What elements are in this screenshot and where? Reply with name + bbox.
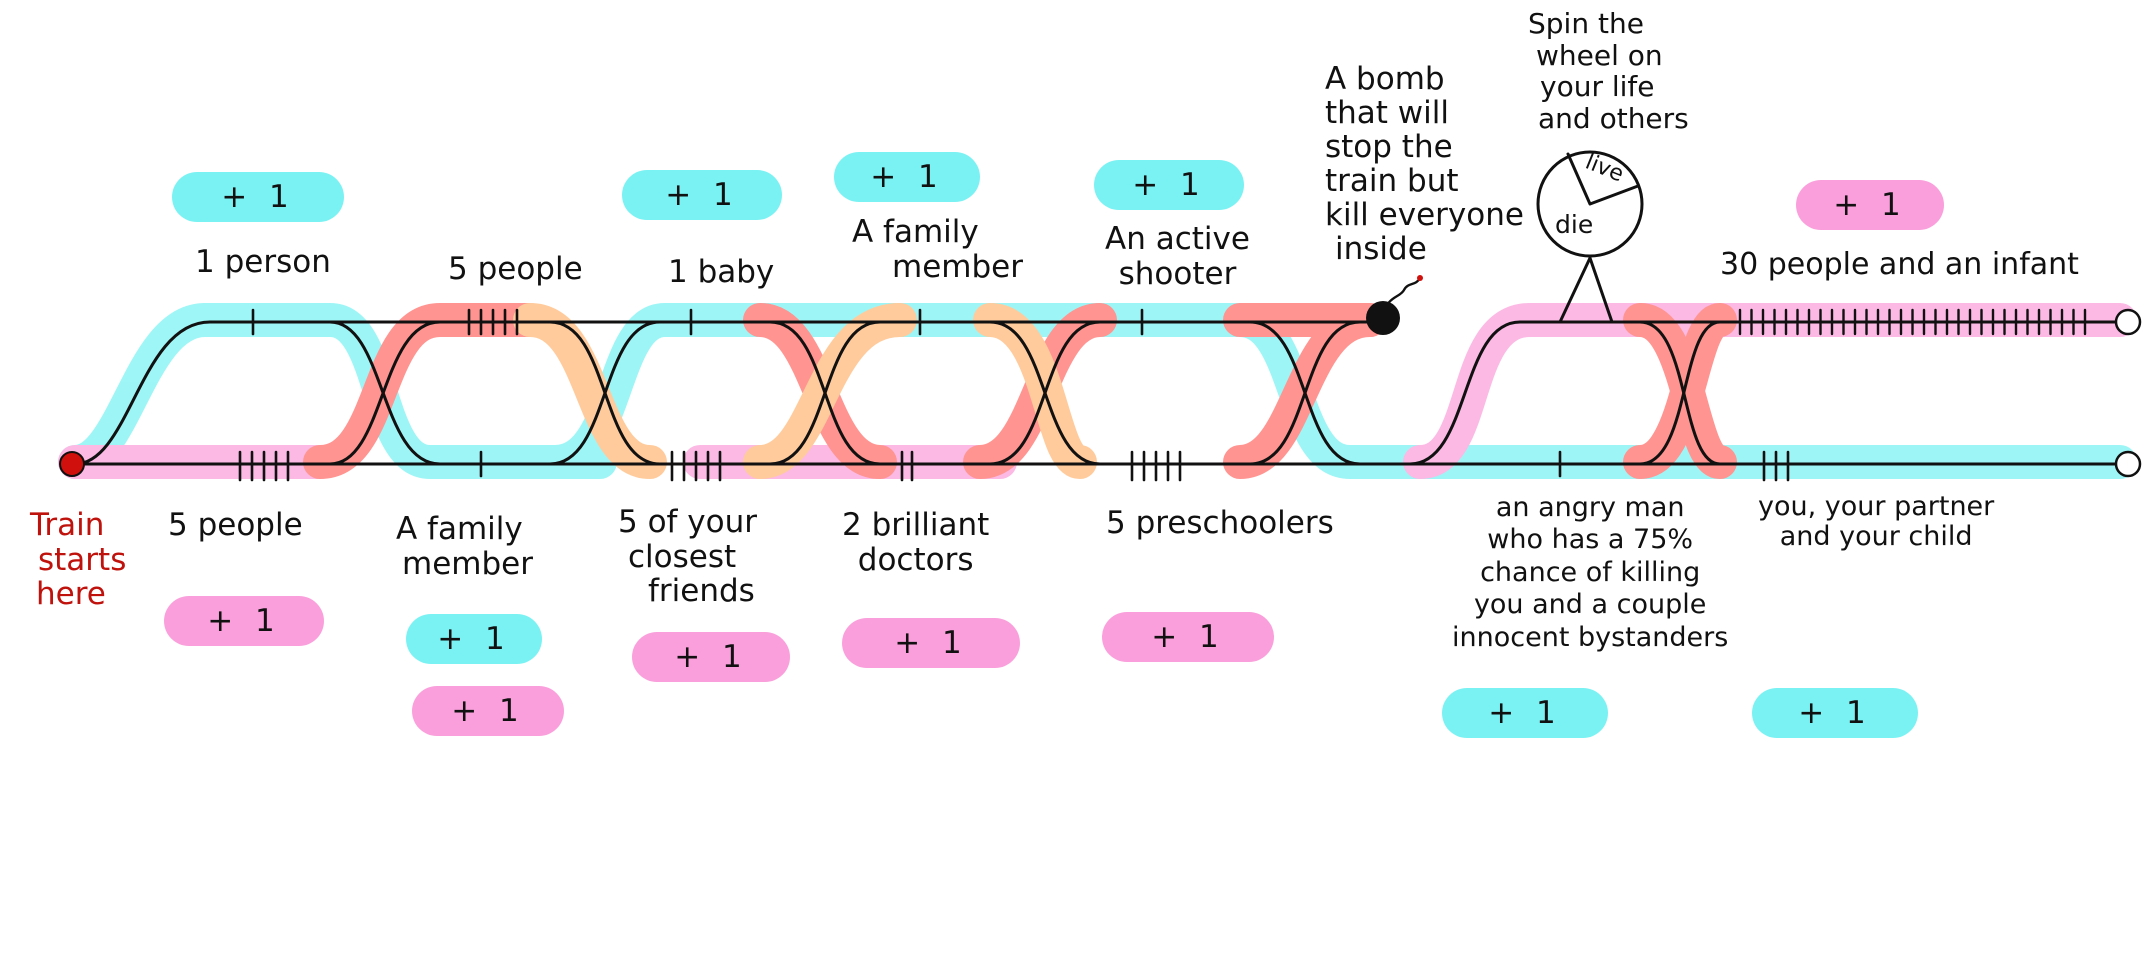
vote-button-bottom-you-partner-child[interactable]: + 1 — [1752, 688, 1918, 738]
label-bottom-doctors: 2 brilliant doctors — [842, 507, 990, 578]
label-bottom-family-member: A family member — [396, 511, 533, 582]
vote-button-top-1-baby[interactable]: + 1 — [622, 170, 782, 220]
label-wheel: Spin the wheel on your life and others — [1528, 7, 1689, 135]
label-top-5-people: 5 people — [448, 251, 583, 287]
label-bottom-preschoolers: 5 preschoolers — [1106, 505, 1334, 541]
label-bottom-5-people: 5 people — [168, 507, 303, 543]
track-end-circle-icon — [2114, 450, 2142, 478]
orange-crossing — [743, 303, 917, 479]
label-bomb: A bomb that will stop the train but kill… — [1325, 61, 1524, 268]
track-end-circle-icon — [2114, 308, 2142, 336]
bomb-icon — [1366, 301, 1400, 335]
vote-button-top-30-people[interactable]: + 1 — [1796, 180, 1944, 230]
vote-button-bottom-preschoolers[interactable]: + 1 — [1102, 612, 1274, 662]
wheel-stand — [1558, 256, 1614, 324]
wheel-divider — [1566, 152, 1640, 206]
thirty-people-ticks — [1738, 308, 2087, 336]
orange-crossing — [513, 303, 667, 479]
people-ticks — [238, 308, 1790, 482]
switch-curve — [1408, 320, 1522, 466]
switch-curve — [73, 320, 212, 466]
vote-button-bottom-doctors[interactable]: + 1 — [842, 618, 1020, 668]
start-label: Train starts here — [30, 507, 127, 613]
wheel-die-label: die — [1555, 210, 1594, 239]
switch-curve — [1638, 320, 1722, 466]
label-bottom-you-partner-child: you, your partner and your child — [1758, 491, 1995, 553]
pink-highlight — [1403, 303, 2137, 479]
label-top-1-person: 1 person — [195, 244, 331, 280]
switch-curve — [768, 320, 882, 466]
cyan-highlight — [58, 303, 617, 479]
fuse-spark — [1417, 275, 1423, 281]
label-top-30-people: 30 people and an infant — [1720, 247, 2079, 282]
switch-curve — [988, 320, 1102, 466]
vote-button-top-family-member[interactable]: + 1 — [834, 152, 980, 202]
label-top-active-shooter: An active shooter — [1105, 221, 1250, 292]
switch-curve — [1248, 320, 1362, 466]
label-bottom-friends: 5 of your closest friends — [618, 504, 758, 610]
vote-button-bottom-5-people[interactable]: + 1 — [164, 596, 324, 646]
vote-button-bottom-angry-man[interactable]: + 1 — [1442, 688, 1608, 738]
vote-button-top-1-person[interactable]: + 1 — [172, 172, 344, 222]
vote-button-bottom-family-member-pink[interactable]: + 1 — [412, 686, 564, 736]
switch-curve — [328, 320, 442, 466]
vote-button-bottom-family-member-cyan[interactable]: + 1 — [406, 614, 542, 664]
train-start-dot-icon — [59, 451, 85, 477]
switch-curve — [548, 320, 662, 466]
label-top-1-baby: 1 baby — [668, 254, 775, 290]
vote-button-bottom-friends[interactable]: + 1 — [632, 632, 790, 682]
wheel-of-fortune-icon — [1536, 150, 1644, 258]
vote-button-top-active-shooter[interactable]: + 1 — [1094, 160, 1244, 210]
label-bottom-angry-man: an angry man who has a 75% chance of kil… — [1452, 492, 1729, 653]
label-top-family-member: A family member — [852, 214, 1023, 285]
